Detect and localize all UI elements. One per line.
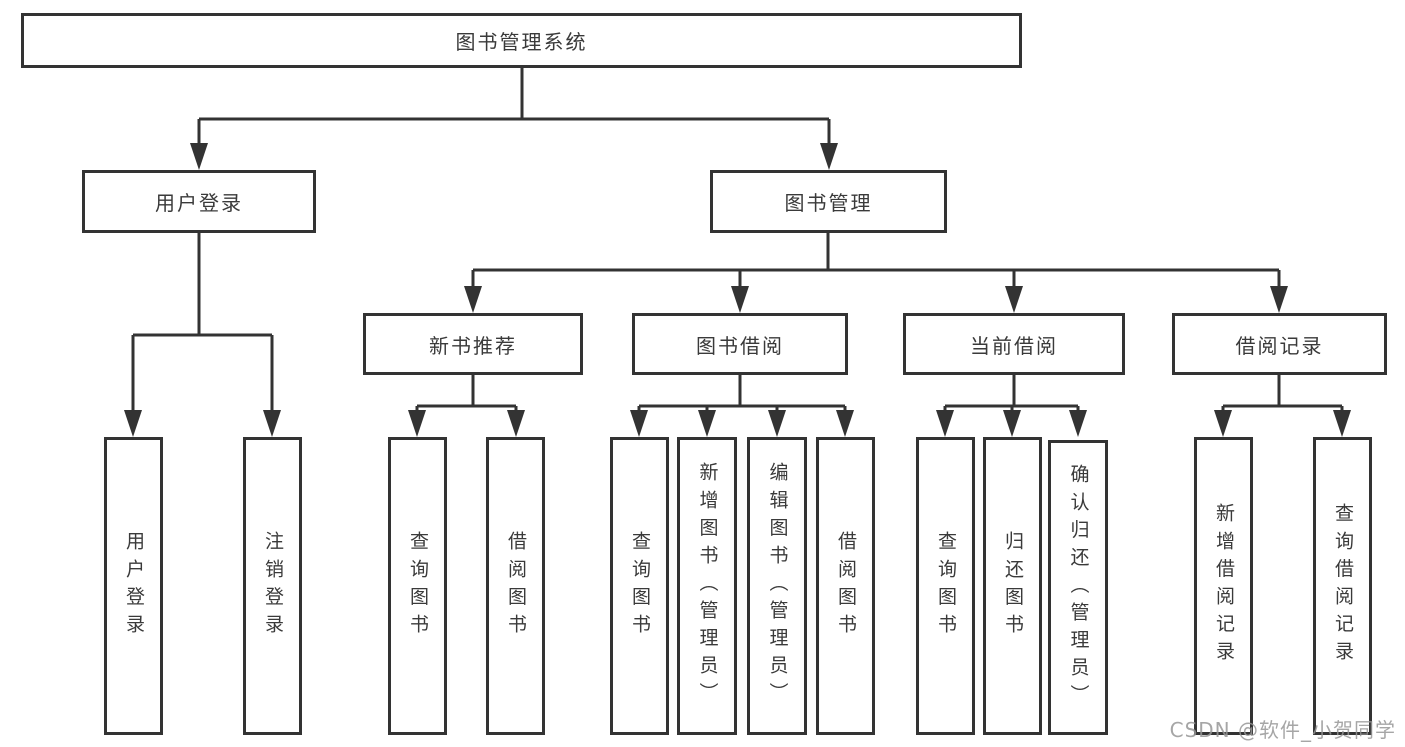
leaf-logout: 注销登录 bbox=[243, 437, 302, 735]
arrowhead bbox=[263, 410, 281, 437]
node-book-borrow: 图书借阅 bbox=[632, 313, 848, 375]
arrowhead bbox=[190, 143, 208, 170]
arrowhead bbox=[408, 410, 426, 437]
arrowhead bbox=[1069, 410, 1087, 437]
arrowhead bbox=[731, 286, 749, 313]
leaf-query-books-2: 查询图书 bbox=[610, 437, 669, 735]
connector-bookmgmt-to-level3 bbox=[471, 233, 1281, 288]
connector-records-to-leaves bbox=[1221, 375, 1344, 412]
connector-current-to-leaves bbox=[943, 375, 1080, 412]
node-book-management-branch: 图书管理 bbox=[710, 170, 947, 233]
arrowhead bbox=[630, 410, 648, 437]
arrowhead bbox=[1270, 286, 1288, 313]
leaf-borrow-books-2: 借阅图书 bbox=[816, 437, 875, 735]
arrowhead bbox=[768, 410, 786, 437]
node-new-book-recommend: 新书推荐 bbox=[363, 313, 583, 375]
leaf-query-borrow-record: 查询借阅记录 bbox=[1313, 437, 1372, 735]
arrowhead bbox=[507, 410, 525, 437]
leaf-add-books-admin: 新增图书（管理员） bbox=[677, 437, 737, 735]
connector-newbook-to-leaves bbox=[415, 375, 518, 412]
arrowhead bbox=[124, 410, 142, 437]
arrowhead bbox=[1005, 286, 1023, 313]
connector-root-to-level2 bbox=[197, 68, 831, 145]
leaf-confirm-return-admin: 确认归还（管理员） bbox=[1048, 440, 1108, 735]
leaf-query-books-3: 查询图书 bbox=[916, 437, 975, 735]
arrowhead bbox=[464, 286, 482, 313]
arrowhead bbox=[1333, 410, 1351, 437]
leaf-borrow-books-1: 借阅图书 bbox=[486, 437, 545, 735]
arrowhead bbox=[936, 410, 954, 437]
csdn-watermark: CSDN @软件_小贺同学 bbox=[1169, 718, 1396, 742]
leaf-edit-books-admin: 编辑图书（管理员） bbox=[747, 437, 807, 735]
connector-borrow-to-leaves bbox=[637, 375, 847, 412]
arrowhead bbox=[820, 143, 838, 170]
node-user-login-branch: 用户登录 bbox=[82, 170, 316, 233]
node-borrow-records: 借阅记录 bbox=[1172, 313, 1387, 375]
arrowhead bbox=[698, 410, 716, 437]
arrowhead bbox=[1003, 410, 1021, 437]
connector-userlogin-to-leaves bbox=[131, 233, 274, 412]
leaf-return-books: 归还图书 bbox=[983, 437, 1042, 735]
leaf-user-login: 用户登录 bbox=[104, 437, 163, 735]
node-root-system: 图书管理系统 bbox=[21, 13, 1022, 68]
node-current-borrow: 当前借阅 bbox=[903, 313, 1125, 375]
arrowhead bbox=[1214, 410, 1232, 437]
arrowhead bbox=[836, 410, 854, 437]
leaf-add-borrow-record: 新增借阅记录 bbox=[1194, 437, 1253, 735]
leaf-query-books-1: 查询图书 bbox=[388, 437, 447, 735]
